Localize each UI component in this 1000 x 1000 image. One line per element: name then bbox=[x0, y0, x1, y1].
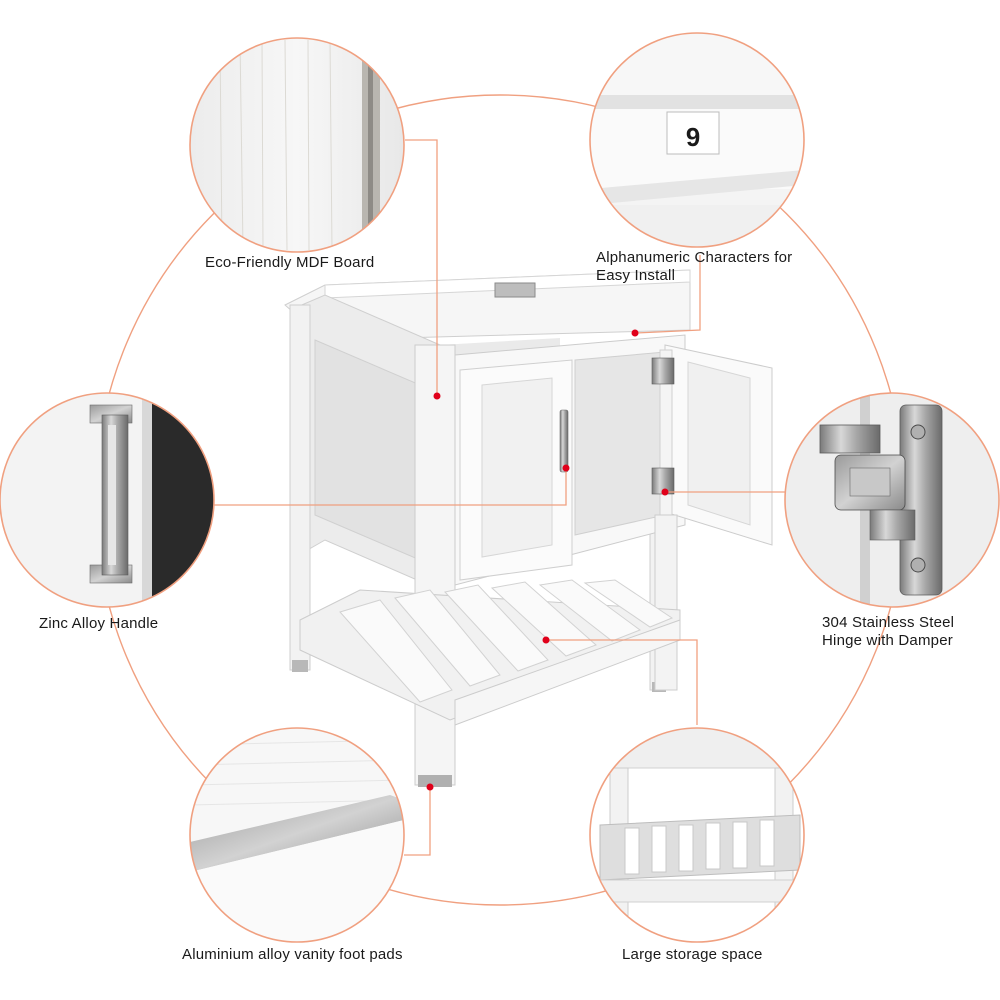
label-alphanumeric-line2: Easy Install bbox=[596, 267, 676, 284]
detail-mdf-board bbox=[189, 37, 405, 253]
label-hinge-line1: 304 Stainless Steel bbox=[822, 614, 955, 631]
label-alphanumeric-line1: Alphanumeric Characters for bbox=[596, 249, 793, 266]
callout-markers bbox=[426, 329, 669, 791]
detail-storage-shelf bbox=[589, 727, 805, 943]
detail-stainless-hinge bbox=[784, 392, 1000, 608]
sticker-character: 6 bbox=[686, 122, 700, 152]
label-zinc-handle: Zinc Alloy Handle bbox=[39, 615, 159, 632]
label-mdf-board: Eco-Friendly MDF Board bbox=[205, 254, 375, 271]
label-hinge-line2: Hinge with Damper bbox=[822, 632, 953, 649]
callout-connectors bbox=[210, 139, 786, 856]
detail-aluminium-foot-pads bbox=[189, 727, 405, 943]
detail-zinc-handle bbox=[0, 392, 215, 608]
label-foot-pads: Aluminium alloy vanity foot pads bbox=[182, 946, 403, 963]
detail-alphanumeric-sticker: 6 bbox=[589, 32, 805, 248]
vanity-cabinet bbox=[284, 269, 773, 787]
label-storage: Large storage space bbox=[622, 946, 763, 963]
